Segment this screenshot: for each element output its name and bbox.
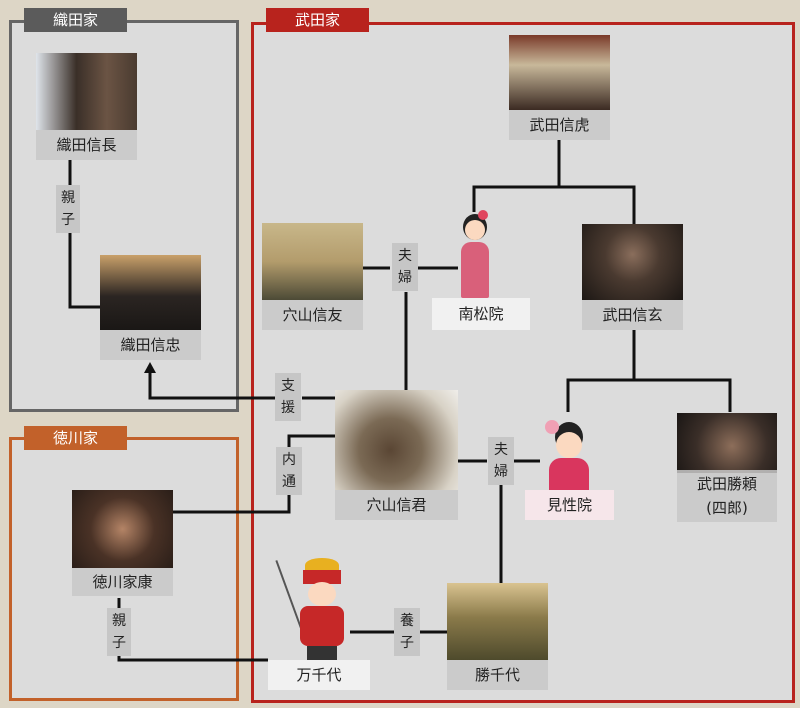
person-name: 織田信長 [36, 130, 137, 160]
katsuyori-alias: (四郎) [706, 499, 748, 517]
kenshoin-illustration-icon [543, 420, 595, 492]
person-name: 武田信虎 [509, 110, 610, 140]
person-oda-nobutada[interactable]: 織田信忠 [100, 255, 201, 360]
portrait-painting [262, 223, 363, 300]
relation-nobukimi-marriage: 夫婦 [488, 437, 514, 485]
person-katchiyo[interactable]: 勝千代 [447, 583, 548, 690]
relation-anayama-marriage: 夫婦 [392, 243, 418, 291]
portrait-photo [335, 390, 458, 490]
relation-oda-parent-child: 親子 [56, 185, 80, 233]
person-name: 見性院 [525, 490, 614, 520]
tokugawa-clan-tag: 徳川家 [24, 426, 127, 450]
oda-clan-tag: 織田家 [24, 8, 127, 32]
person-name: 織田信忠 [100, 330, 201, 360]
person-tokugawa-ieyasu[interactable]: 徳川家康 [72, 490, 173, 598]
person-kenshoin[interactable]: 見性院 [525, 490, 614, 520]
nanshoin-illustration-icon [458, 210, 492, 298]
person-name: 穴山信君 [335, 490, 458, 520]
arrow-head-icon [144, 362, 156, 373]
person-anayama-nobukimi[interactable]: 穴山信君 [335, 390, 458, 520]
relation-tokugawa-parent-child: 親子 [107, 608, 131, 656]
person-takeda-katsuyori[interactable]: 武田勝頼 (四郎) [677, 413, 777, 522]
portrait-painting [447, 583, 548, 660]
relation-betrayal: 内通 [276, 447, 302, 495]
portrait-photo [582, 224, 683, 300]
person-anayama-nobutomo[interactable]: 穴山信友 [262, 223, 363, 330]
portrait-painting [100, 255, 201, 330]
person-oda-nobunaga[interactable]: 織田信長 [36, 53, 137, 160]
person-name: 万千代 [268, 660, 370, 690]
person-manchiyo[interactable]: 万千代 [268, 660, 370, 690]
person-name: 穴山信友 [262, 300, 363, 330]
portrait-photo [72, 490, 173, 568]
person-name: 武田勝頼 (四郎) [677, 470, 777, 522]
manchiyo-samurai-illustration-icon [275, 558, 355, 660]
katsuyori-name: 武田勝頼 [696, 475, 757, 493]
person-name: 武田信玄 [582, 300, 683, 330]
relation-support: 支援 [275, 373, 301, 421]
person-nanshoin[interactable]: 南松院 [432, 298, 530, 330]
person-name: 徳川家康 [72, 568, 173, 596]
person-name: 南松院 [432, 298, 530, 330]
portrait-painting [509, 35, 610, 110]
person-takeda-nobutora[interactable]: 武田信虎 [509, 35, 610, 140]
portrait-photo [677, 413, 777, 473]
takeda-clan-tag: 武田家 [266, 8, 369, 32]
person-takeda-shingen[interactable]: 武田信玄 [582, 224, 683, 330]
relation-adoption: 養子 [394, 608, 420, 656]
person-name: 勝千代 [447, 660, 548, 690]
portrait-photo [36, 53, 137, 130]
